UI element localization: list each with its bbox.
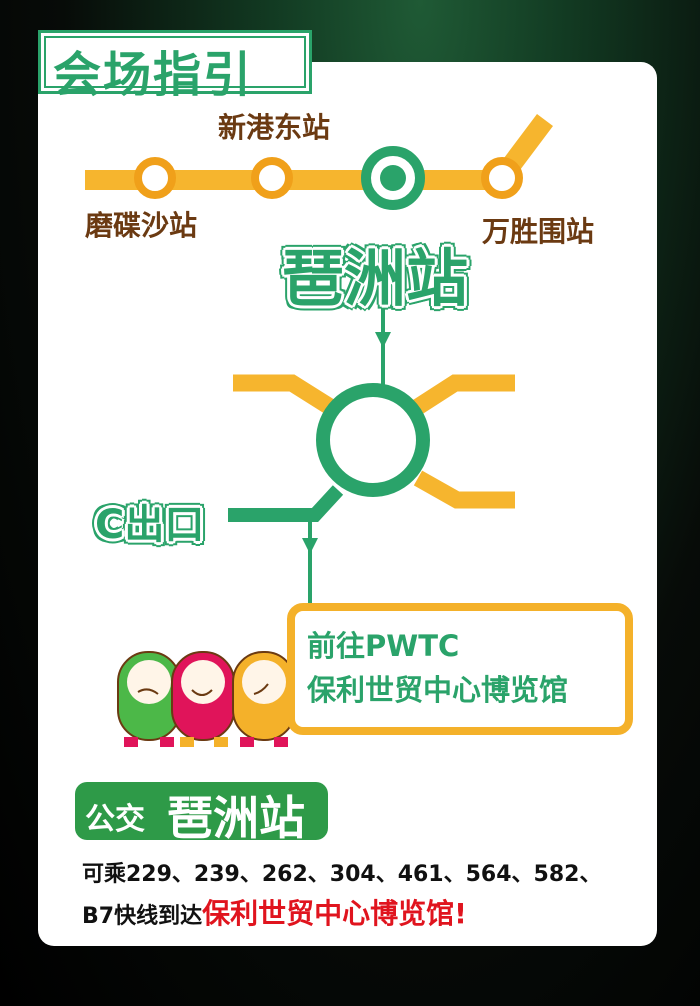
arrow-down-icon	[302, 538, 318, 554]
station-xingangdong	[251, 157, 293, 199]
title-box: 会场指引	[38, 30, 312, 103]
station-label-xingangdong: 新港东站	[218, 111, 331, 144]
concourse-ring	[316, 383, 430, 497]
road-lower-right	[413, 470, 515, 509]
station-label-modiesha: 磨碟沙站	[85, 209, 198, 242]
destination-box: 前往PWTC 保利世贸中心博览馆	[287, 603, 633, 735]
bus-badge-station: 琶洲站	[167, 791, 305, 845]
station-wanshengwei	[481, 157, 523, 199]
page-title: 会场指引	[53, 47, 254, 103]
mascot-yellow	[232, 651, 296, 747]
destination-line1: 前往PWTC	[307, 629, 460, 663]
bus-routes-prefix: B7快线到达	[82, 904, 203, 929]
mascot-red	[171, 651, 235, 747]
exit-label: C出口	[95, 502, 205, 548]
bus-routes-line1: 可乘229、239、262、304、461、564、582、	[82, 862, 602, 887]
station-modiesha	[134, 157, 176, 199]
exclamation: !	[454, 897, 467, 930]
road-right	[405, 374, 515, 420]
arrow-down-icon	[375, 332, 391, 348]
mascot-green	[117, 651, 181, 747]
bus-station-badge: 公交 琶洲站	[75, 782, 328, 845]
venue-highlight: 保利世贸中心博览馆	[202, 897, 455, 930]
current-station-label: 琶洲站	[282, 242, 469, 315]
station-pazhou-dot	[380, 165, 406, 191]
exit-path	[228, 485, 344, 522]
bus-routes-line2: B7快线到达保利世贸中心博览馆!	[82, 892, 467, 932]
destination-line2: 保利世贸中心博览馆	[307, 673, 569, 707]
station-label-wanshengwei: 万胜围站	[482, 215, 595, 248]
bus-badge-prefix: 公交	[85, 802, 145, 837]
road-left	[233, 374, 343, 420]
